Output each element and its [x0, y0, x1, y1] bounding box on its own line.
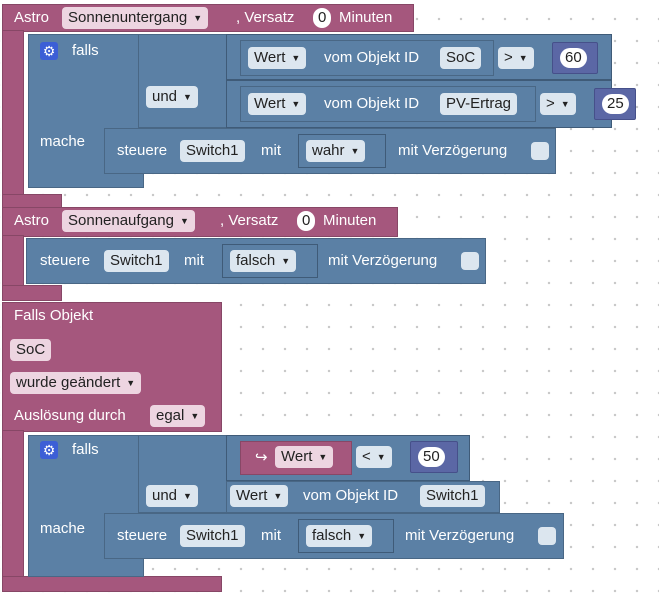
astro-event-value: Sonnenuntergang [68, 9, 188, 26]
chevron-down-icon: ▼ [560, 99, 570, 109]
with-label: mit [261, 527, 281, 544]
trigger-value-dropdown[interactable]: Wert ▼ [275, 446, 334, 468]
change-type-dropdown[interactable]: wurde geändert ▼ [10, 372, 142, 394]
object-id-field[interactable]: Switch1 [180, 140, 245, 162]
trigger-value-label: Wert [281, 448, 313, 465]
offset-input[interactable]: 0 [313, 8, 332, 28]
of-object-label: vom Objekt ID [303, 487, 399, 504]
object-id-field[interactable]: Switch1 [180, 525, 245, 547]
chevron-down-icon: ▼ [291, 99, 301, 109]
and-operator-dropdown[interactable]: und ▼ [146, 86, 198, 108]
of-object-label: vom Objekt ID [324, 95, 420, 112]
offset-label: , Versatz [236, 9, 295, 26]
control-label: steuere [117, 527, 168, 544]
delay-checkbox[interactable] [461, 252, 479, 270]
minutes-label: Minuten [339, 9, 393, 26]
number-block[interactable] [594, 88, 636, 120]
boolean-value: wahr [312, 142, 345, 159]
gear-icon[interactable]: ⚙ [40, 441, 58, 459]
astro-sunrise-trigger-spine [2, 235, 24, 291]
boolean-dropdown[interactable]: falsch ▼ [306, 525, 373, 547]
astro-sunset-trigger-spine [2, 30, 24, 206]
change-type-value: wurde geändert [16, 374, 121, 391]
chevron-down-icon: ▼ [291, 53, 301, 63]
chevron-down-icon: ▼ [357, 531, 367, 541]
triggered-by-label: Auslösung durch [14, 407, 126, 424]
with-delay-label: mit Verzögerung [405, 527, 515, 544]
chevron-down-icon: ▼ [281, 256, 291, 266]
control-label: steuere [117, 142, 168, 159]
value-dropdown[interactable]: Wert ▼ [230, 485, 289, 507]
if-label: falls [72, 441, 99, 458]
value-dropdown-label: Wert [236, 487, 268, 504]
value-dropdown[interactable]: Wert ▼ [248, 47, 307, 69]
number-value[interactable]: 50 [418, 447, 445, 467]
object-id-field[interactable]: Switch1 [104, 250, 169, 272]
delay-checkbox[interactable] [531, 142, 549, 160]
and-operator-dropdown[interactable]: und ▼ [146, 485, 198, 507]
and-operator-value: und [152, 88, 178, 105]
astro-sunrise-trigger-foot [2, 285, 62, 301]
if-label: falls [72, 42, 99, 59]
boolean-value: falsch [312, 527, 352, 544]
value-dropdown-label: Wert [254, 49, 286, 66]
chevron-down-icon: ▼ [183, 491, 192, 501]
boolean-dropdown[interactable]: wahr ▼ [306, 140, 366, 162]
number-value[interactable]: 25 [602, 94, 629, 114]
trigger-source-dropdown[interactable]: egal ▼ [150, 405, 206, 427]
chevron-down-icon: ▼ [273, 491, 283, 501]
with-label: mit [261, 142, 281, 159]
compare-operator-value: > [546, 95, 555, 112]
object-change-trigger-spine [2, 430, 24, 580]
object-id-field[interactable]: PV-Ertrag [440, 93, 518, 115]
offset-input[interactable]: 0 [297, 211, 316, 231]
astro-event-value: Sonnenaufgang [68, 212, 174, 229]
astro-label: Astro [14, 212, 50, 229]
chevron-down-icon: ▼ [193, 13, 203, 23]
chevron-down-icon: ▼ [350, 146, 360, 156]
trigger-source-value: egal [156, 407, 185, 424]
do-label: mache [40, 133, 86, 150]
astro-label: Astro [14, 9, 50, 26]
and-block[interactable] [138, 34, 230, 128]
object-change-trigger-foot [2, 576, 222, 592]
with-delay-label: mit Verzögerung [328, 252, 438, 269]
number-value[interactable]: 60 [560, 48, 587, 68]
return-arrow-icon: ↪ [255, 449, 268, 466]
chevron-down-icon: ▼ [126, 378, 136, 388]
boolean-dropdown[interactable]: falsch ▼ [230, 250, 297, 272]
compare-operator-dropdown[interactable]: >▼ [540, 93, 576, 115]
delay-checkbox[interactable] [538, 527, 556, 545]
chevron-down-icon: ▼ [183, 92, 192, 102]
value-dropdown-label: Wert [254, 95, 286, 112]
object-id-field[interactable]: SoC [440, 47, 482, 69]
compare-operator-value: > [504, 49, 513, 66]
boolean-value: falsch [236, 252, 276, 269]
chevron-down-icon: ▼ [376, 452, 386, 462]
chevron-down-icon: ▼ [179, 216, 189, 226]
minutes-label: Minuten [323, 212, 377, 229]
astro-sunset-trigger-foot [2, 194, 62, 208]
with-label: mit [184, 252, 204, 269]
astro-event-dropdown[interactable]: Sonnenaufgang ▼ [62, 210, 195, 232]
do-label: mache [40, 520, 86, 537]
offset-label: , Versatz [220, 212, 279, 229]
gear-icon[interactable]: ⚙ [40, 42, 58, 60]
object-id-field[interactable]: Switch1 [420, 485, 485, 507]
value-dropdown[interactable]: Wert ▼ [248, 93, 307, 115]
chevron-down-icon: ▼ [318, 452, 328, 462]
compare-operator-dropdown[interactable]: >▼ [498, 47, 534, 69]
chevron-down-icon: ▼ [518, 53, 528, 63]
of-object-label: vom Objekt ID [324, 49, 420, 66]
chevron-down-icon: ▼ [190, 411, 200, 421]
if-object-label: Falls Objekt [14, 307, 94, 324]
and-operator-value: und [152, 487, 178, 504]
with-delay-label: mit Verzögerung [398, 142, 508, 159]
compare-operator-value: < [362, 448, 371, 465]
control-label: steuere [40, 252, 91, 269]
compare-operator-dropdown[interactable]: <▼ [356, 446, 392, 468]
astro-event-dropdown[interactable]: Sonnenuntergang ▼ [62, 7, 209, 29]
object-id-field[interactable]: SoC [10, 339, 52, 361]
